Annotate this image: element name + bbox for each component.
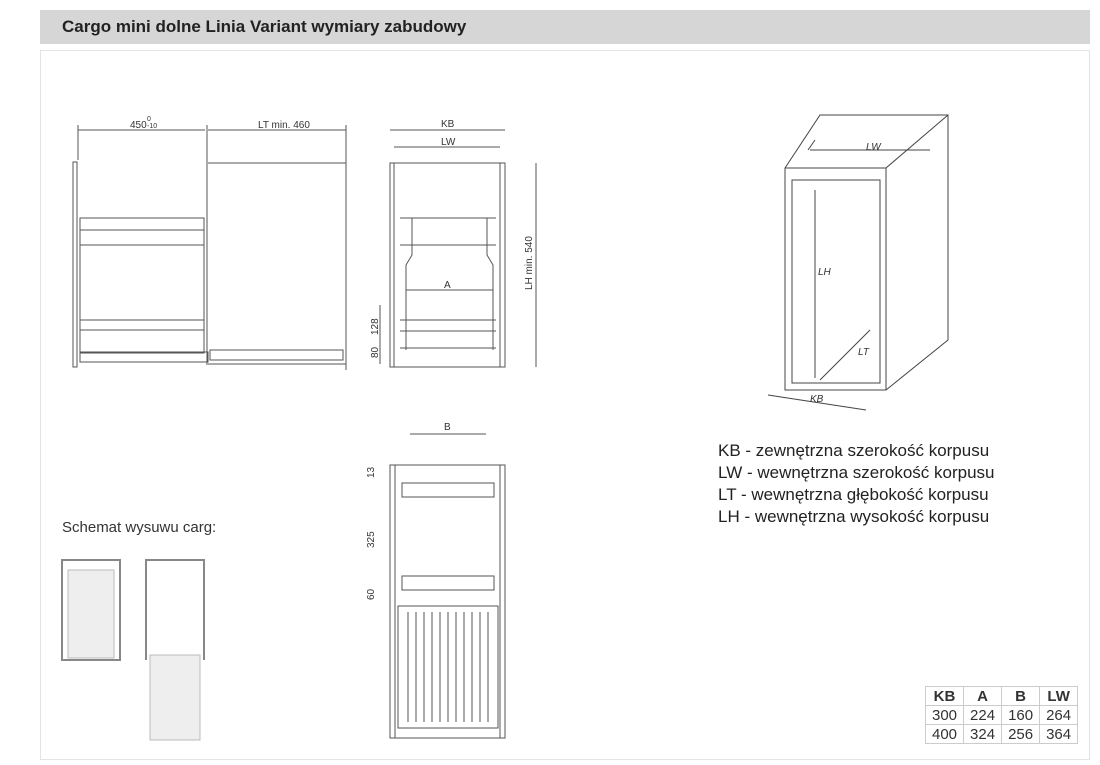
cell: 256 bbox=[1001, 724, 1041, 744]
header-bar: Cargo mini dolne Linia Variant wymiary z… bbox=[40, 10, 1090, 44]
col-header: B bbox=[1001, 686, 1041, 706]
content-panel bbox=[40, 50, 1090, 760]
dimension-legend: KB - zewnętrzna szerokość korpusu LW - w… bbox=[718, 440, 995, 528]
dim-80: 80 bbox=[370, 346, 381, 358]
legend-item: LW - wewnętrzna szerokość korpusu bbox=[718, 463, 995, 482]
cell: 324 bbox=[963, 724, 1003, 744]
dim-tol-lower: -10 bbox=[147, 123, 157, 130]
schemat-label: Schemat wysuwu carg: bbox=[62, 519, 217, 536]
page-title: Cargo mini dolne Linia Variant wymiary z… bbox=[62, 17, 467, 36]
dim-325: 325 bbox=[366, 531, 377, 548]
pull-out-view-drawing: B 13 325 60 bbox=[366, 422, 506, 739]
col-header: A bbox=[963, 686, 1003, 706]
dim-lt: LT min. 460 bbox=[258, 120, 310, 131]
dim-128: 128 bbox=[370, 318, 381, 335]
col-header: KB bbox=[924, 686, 965, 706]
table-row: 400 324 256 364 bbox=[924, 724, 1079, 744]
cell: 300 bbox=[924, 705, 965, 725]
cell: 364 bbox=[1039, 724, 1079, 744]
iso-lw: LW bbox=[866, 142, 882, 153]
dim-13: 13 bbox=[366, 466, 377, 478]
front-view-drawing: KB LW A LH min. 540 128 80 bbox=[370, 119, 537, 368]
dim-kb: KB bbox=[441, 119, 455, 130]
iso-lt: LT bbox=[858, 347, 870, 358]
dim-b: B bbox=[444, 422, 451, 433]
legend-item: KB - zewnętrzna szerokość korpusu bbox=[718, 441, 990, 460]
dim-a: A bbox=[444, 280, 451, 291]
iso-lh: LH bbox=[818, 267, 832, 278]
table-header-row: KB A B LW bbox=[924, 686, 1079, 706]
cell: 224 bbox=[963, 705, 1003, 725]
cabinet-iso-drawing: LW LH LT KB bbox=[767, 114, 949, 411]
col-header: LW bbox=[1039, 686, 1079, 706]
legend-item: LT - wewnętrzna głębokość korpusu bbox=[718, 485, 989, 504]
dim-lw: LW bbox=[441, 137, 456, 148]
dim-60: 60 bbox=[366, 588, 377, 600]
cell: 160 bbox=[1001, 705, 1041, 725]
dim-tol-upper: 0 bbox=[147, 116, 151, 123]
side-view-drawing: 450 0 -10 LT min. 460 bbox=[72, 116, 347, 370]
dim-lh: LH min. 540 bbox=[524, 236, 535, 290]
pull-out-schema bbox=[61, 559, 205, 741]
iso-kb: KB bbox=[810, 394, 824, 405]
cell: 264 bbox=[1039, 705, 1079, 725]
cell: 400 bbox=[924, 724, 965, 744]
table-row: 300 224 160 264 bbox=[924, 705, 1079, 725]
dimensions-table: KB A B LW 300 224 160 264 400 324 256 36… bbox=[924, 686, 1079, 744]
dim-depth: 450 bbox=[130, 120, 147, 131]
legend-item: LH - wewnętrzna wysokość korpusu bbox=[718, 507, 990, 526]
